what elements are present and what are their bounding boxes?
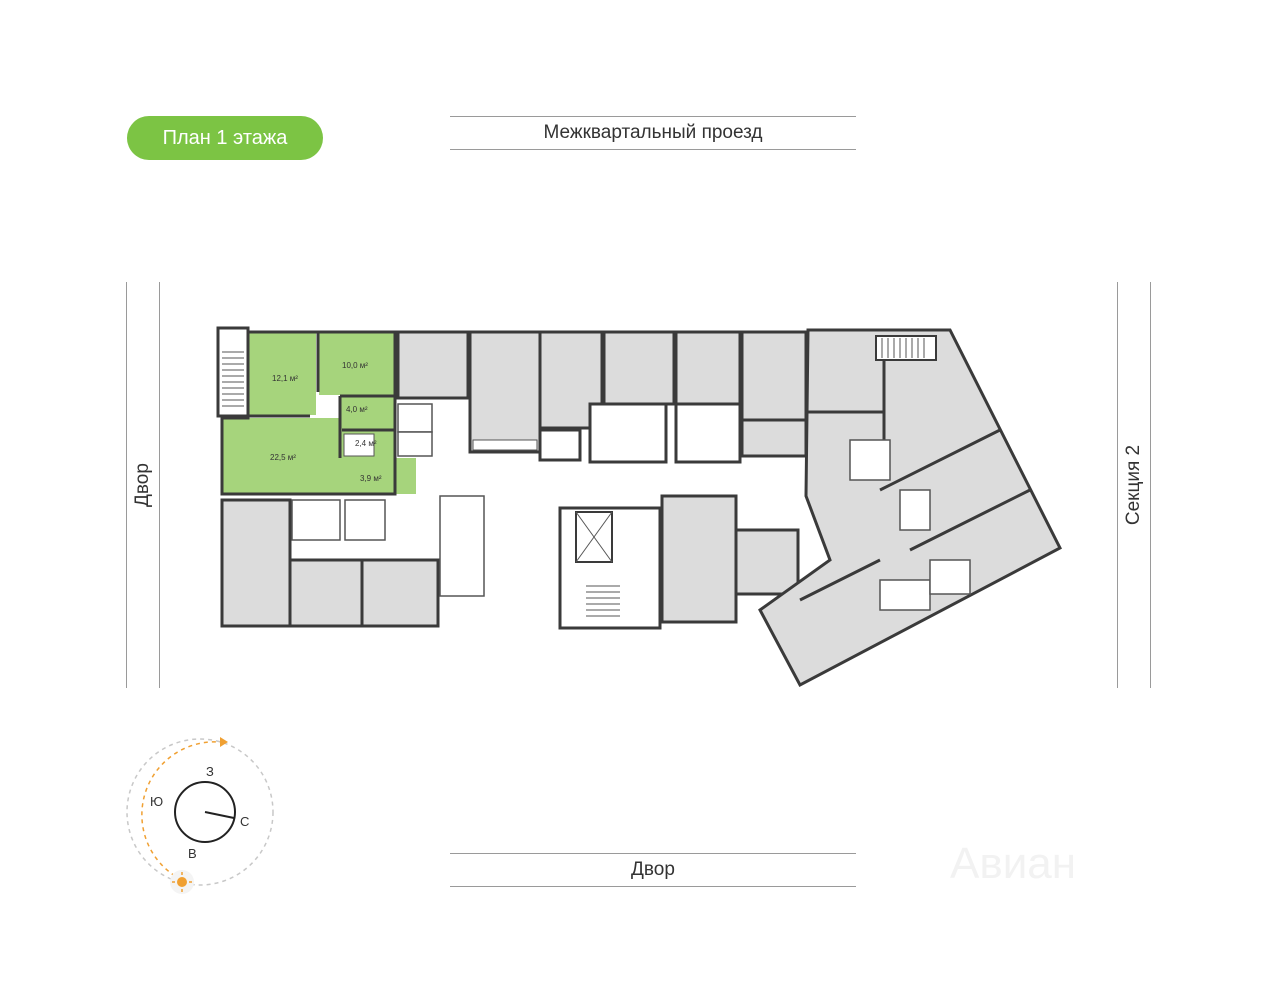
- compass-north: С: [240, 814, 249, 829]
- bottom-yard-text: Двор: [631, 859, 675, 880]
- area-living: 22,5 м²: [270, 453, 296, 462]
- building-core: [538, 428, 662, 630]
- building-right-wing: [758, 328, 1063, 688]
- building-left-block: 12,1 м² 10,0 м² 4,0 м² 2,4 м² 22,5 м² 3,…: [216, 326, 542, 628]
- area-wc: 2,4 м²: [355, 439, 377, 448]
- compass-west: З: [206, 764, 214, 779]
- floor-plan-badge: План 1 этажа: [127, 116, 323, 160]
- left-yard-label: Двор: [126, 282, 160, 688]
- compass-east: В: [188, 846, 197, 861]
- highlighted-apartment[interactable]: 12,1 м² 10,0 м² 4,0 м² 2,4 м² 22,5 м² 3,…: [220, 330, 416, 496]
- bottom-yard-label: Двор: [450, 853, 856, 887]
- compass-south: Ю: [150, 794, 163, 809]
- right-section-label: Секция 2: [1117, 282, 1151, 688]
- compass: З Ю С В: [126, 737, 274, 894]
- building-middle-block: [538, 330, 808, 624]
- top-street-label: Межквартальный проезд: [450, 116, 856, 150]
- area-hall: 3,9 м²: [360, 474, 382, 483]
- top-street-text: Межквартальный проезд: [543, 122, 763, 143]
- area-room1: 12,1 м²: [272, 374, 298, 383]
- area-bath: 4,0 м²: [346, 405, 368, 414]
- area-room2: 10,0 м²: [342, 361, 368, 370]
- watermark: Авиан: [950, 839, 1076, 888]
